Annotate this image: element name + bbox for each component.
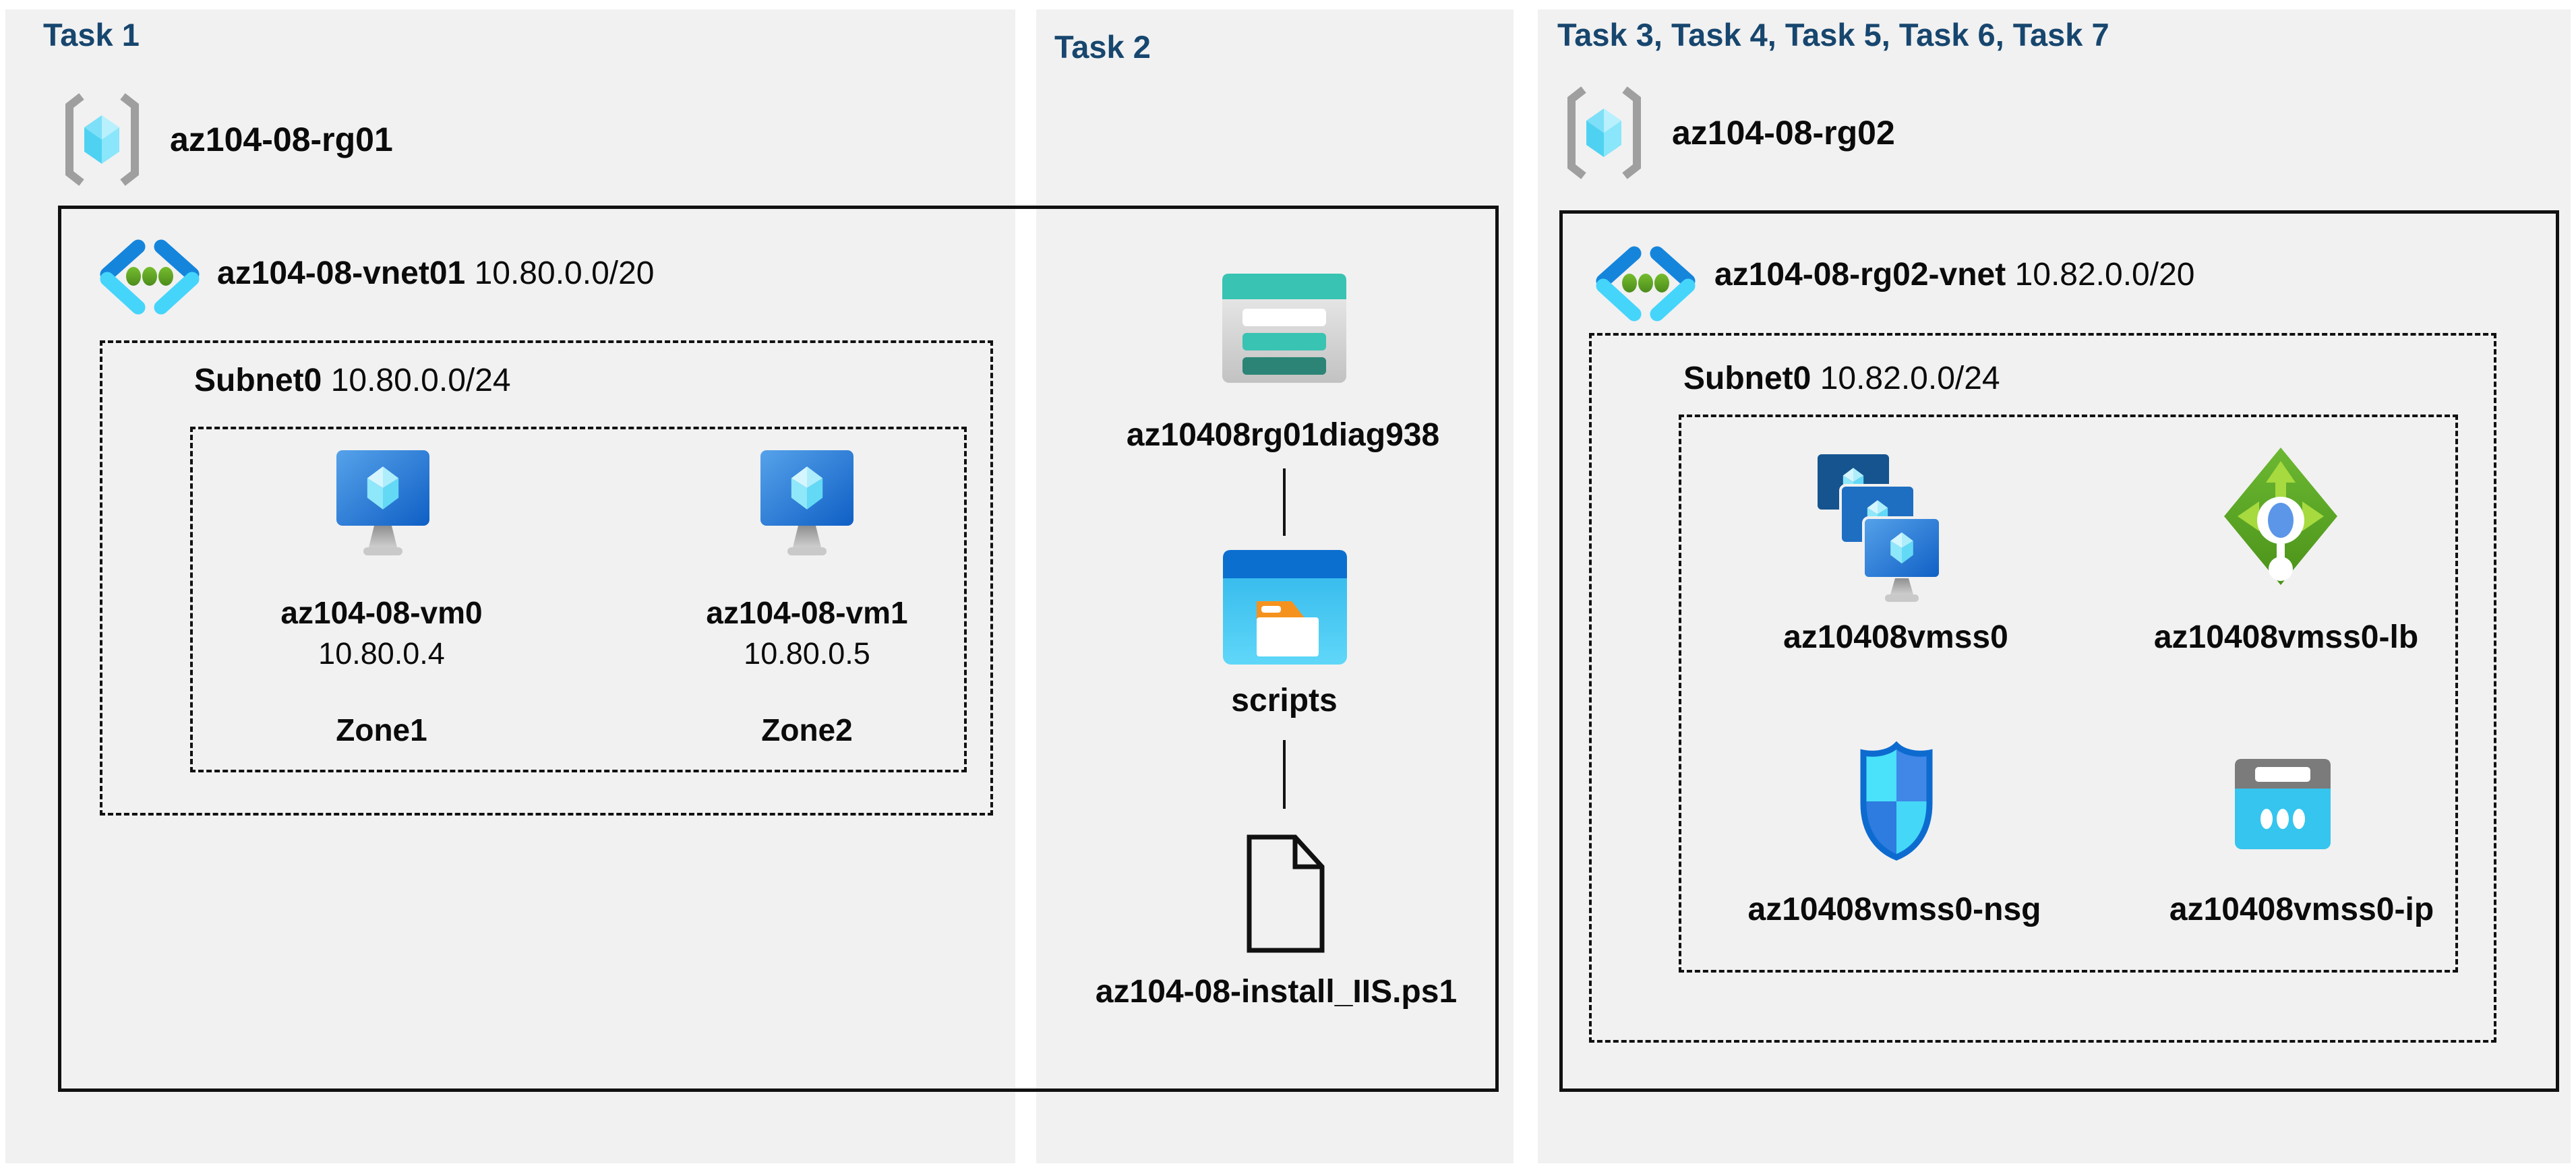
vm1-name: az104-08-vm1 [706, 595, 908, 630]
vnet2-box [1559, 210, 2559, 1092]
connector-scripts-file [1283, 740, 1286, 809]
virtual-machine-icon [759, 449, 855, 565]
public-ip-icon [2235, 759, 2331, 849]
load-balancer-name: az10408vmss0-lb [2153, 619, 2419, 655]
vnet2-label: az104-08-rg02-vnet 10.82.0.0/20 [1714, 256, 2194, 293]
vnet1-label: az104-08-vnet01 10.80.0.0/20 [217, 255, 654, 292]
subnet1-label: Subnet0 10.80.0.0/24 [194, 362, 511, 399]
virtual-network-icon [96, 236, 203, 318]
subnet2-cidr: 10.82.0.0/24 [1820, 361, 2000, 396]
container-name: scripts [1231, 683, 1338, 718]
load-balancer-icon [2224, 448, 2337, 585]
vnet2-name: az104-08-rg02-vnet [1714, 257, 2006, 293]
vm0-zone: Zone1 [336, 712, 427, 747]
task3-header: Task 3, Task 4, Task 5, Task 6, Task 7 [1557, 17, 2109, 53]
nsg-name: az10408vmss0-nsg [1747, 892, 2041, 927]
vnet1-box [58, 206, 1499, 1092]
vm-zone-box [190, 427, 967, 772]
resource-group2-name: az104-08-rg02 [1672, 114, 1895, 152]
vm0-name: az104-08-vm0 [280, 595, 483, 630]
vnet1-name: az104-08-vnet01 [217, 255, 466, 291]
connector-storage-scripts [1283, 468, 1286, 536]
subnet2-box [1589, 333, 2496, 1043]
public-ip-name: az10408vmss0-ip [2169, 892, 2434, 927]
virtual-network-icon [1592, 243, 1699, 325]
subnet1-cidr: 10.80.0.0/24 [330, 363, 511, 398]
task2-header: Task 2 [1054, 29, 1151, 65]
resource-group-icon [60, 92, 144, 187]
resource-group-name: az104-08-rg01 [170, 121, 393, 158]
vm1-ip: 10.80.0.5 [744, 636, 870, 671]
subnet2-label: Subnet0 10.82.0.0/24 [1683, 360, 2000, 397]
virtual-machine-icon [335, 449, 431, 565]
task1-header: Task 1 [43, 17, 140, 53]
vnet1-cidr: 10.80.0.0/20 [474, 255, 655, 291]
vmss-name: az10408vmss0 [1783, 619, 2008, 655]
vmss-resources-box [1679, 415, 2458, 973]
script-file-icon [1247, 834, 1325, 953]
subnet1-box [100, 340, 993, 816]
vnet2-cidr: 10.82.0.0/20 [2014, 257, 2195, 293]
subnet1-name: Subnet0 [194, 363, 322, 398]
storage-account-icon [1222, 274, 1346, 383]
network-security-group-icon [1860, 741, 1933, 861]
vm-scale-set-icon [1815, 452, 1942, 602]
vm0-ip: 10.80.0.4 [318, 636, 445, 671]
task1-panel [5, 9, 1015, 1163]
storage-account-name: az10408rg01diag938 [1126, 417, 1440, 453]
blob-container-icon [1223, 550, 1347, 665]
subnet2-name: Subnet0 [1683, 361, 1811, 396]
resource-group-icon [1562, 86, 1646, 180]
script-file-name: az104-08-install_IIS.ps1 [1095, 974, 1458, 1010]
vm1-zone: Zone2 [761, 712, 853, 747]
